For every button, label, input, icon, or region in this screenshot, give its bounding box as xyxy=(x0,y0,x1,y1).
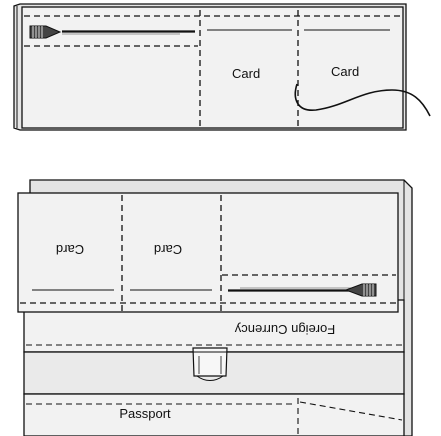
zipper-pull-cord xyxy=(294,83,431,117)
top-card-left-label: Card xyxy=(232,66,260,81)
passport-corner-stitch xyxy=(299,401,403,421)
top-card-right-label: Card xyxy=(331,64,359,79)
pen-icon xyxy=(228,283,377,297)
bottom-card-right-label: Card xyxy=(154,242,182,257)
bottom-card-panel xyxy=(17,192,399,313)
top-wallet: Card Card xyxy=(13,3,431,131)
top-wallet-panel xyxy=(21,6,404,129)
passport-pocket xyxy=(23,393,405,436)
clip-icon xyxy=(191,347,229,381)
bottom-card-left-label: Card xyxy=(56,242,84,257)
foreign-currency-label: Foreign Currency xyxy=(234,322,335,337)
passport-label: Passport xyxy=(119,406,171,421)
pen-icon xyxy=(29,25,195,39)
bottom-wallet: Foreign Currency Passport Card Card xyxy=(17,179,413,436)
